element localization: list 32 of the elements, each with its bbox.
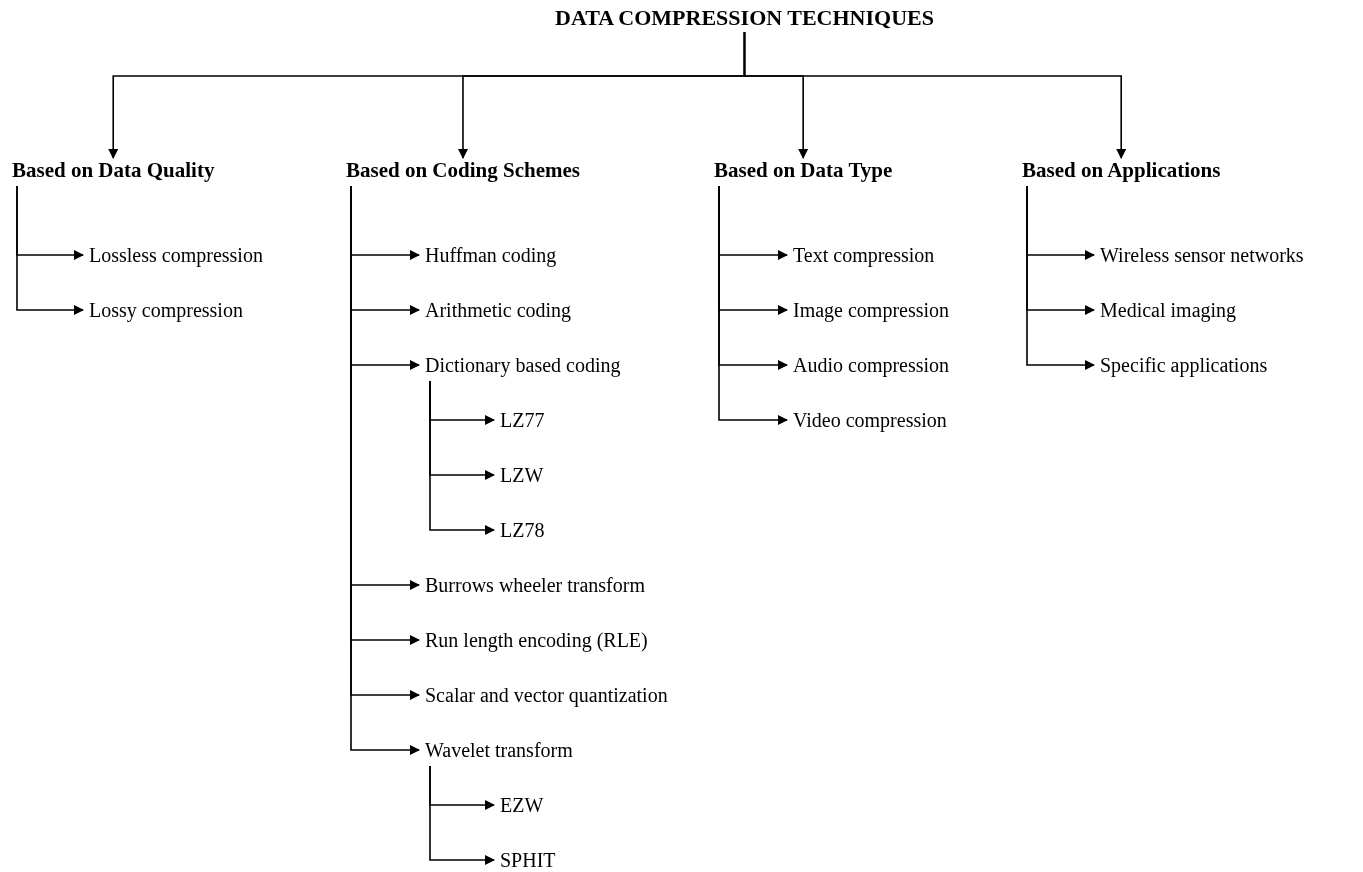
category-heading: Based on Data Quality	[12, 158, 215, 182]
technique-label: Lossy compression	[89, 298, 243, 322]
technique-label: Arithmetic coding	[425, 298, 572, 322]
technique-label: Specific applications	[1100, 353, 1268, 377]
technique-label: Image compression	[793, 298, 950, 322]
category-heading: Based on Coding Schemes	[346, 158, 580, 182]
technique-label: Lossless compression	[89, 243, 263, 267]
technique-label: SPHIT	[500, 848, 556, 872]
category-heading: Based on Applications	[1022, 158, 1221, 182]
technique-label: Scalar and vector quantization	[425, 683, 668, 707]
arrow	[429, 380, 495, 535]
technique-label: EZW	[500, 793, 544, 817]
technique-label: LZW	[500, 463, 544, 487]
technique-label: Dictionary based coding	[425, 353, 621, 377]
technique-label: Run length encoding (RLE)	[425, 628, 648, 652]
arrow	[429, 765, 495, 865]
technique-label: Video compression	[793, 408, 947, 432]
technique-label: LZ78	[500, 518, 545, 542]
technique-label: Wavelet transform	[425, 738, 573, 762]
technique-label: Huffman coding	[425, 243, 557, 267]
technique-label: Medical imaging	[1100, 298, 1237, 322]
root-heading: DATA COMPRESSION TECHNIQUES	[555, 6, 934, 30]
arrow	[718, 185, 788, 425]
technique-label: Wireless sensor networks	[1100, 243, 1304, 267]
technique-label: LZ77	[500, 408, 545, 432]
arrow	[16, 185, 84, 315]
technique-label: Text compression	[793, 243, 935, 267]
arrow	[743, 31, 1127, 159]
arrow	[1026, 185, 1095, 370]
category-heading: Based on Data Type	[714, 158, 893, 182]
technique-label: Audio compression	[793, 353, 950, 377]
technique-label: Burrows wheeler transform	[425, 573, 645, 597]
